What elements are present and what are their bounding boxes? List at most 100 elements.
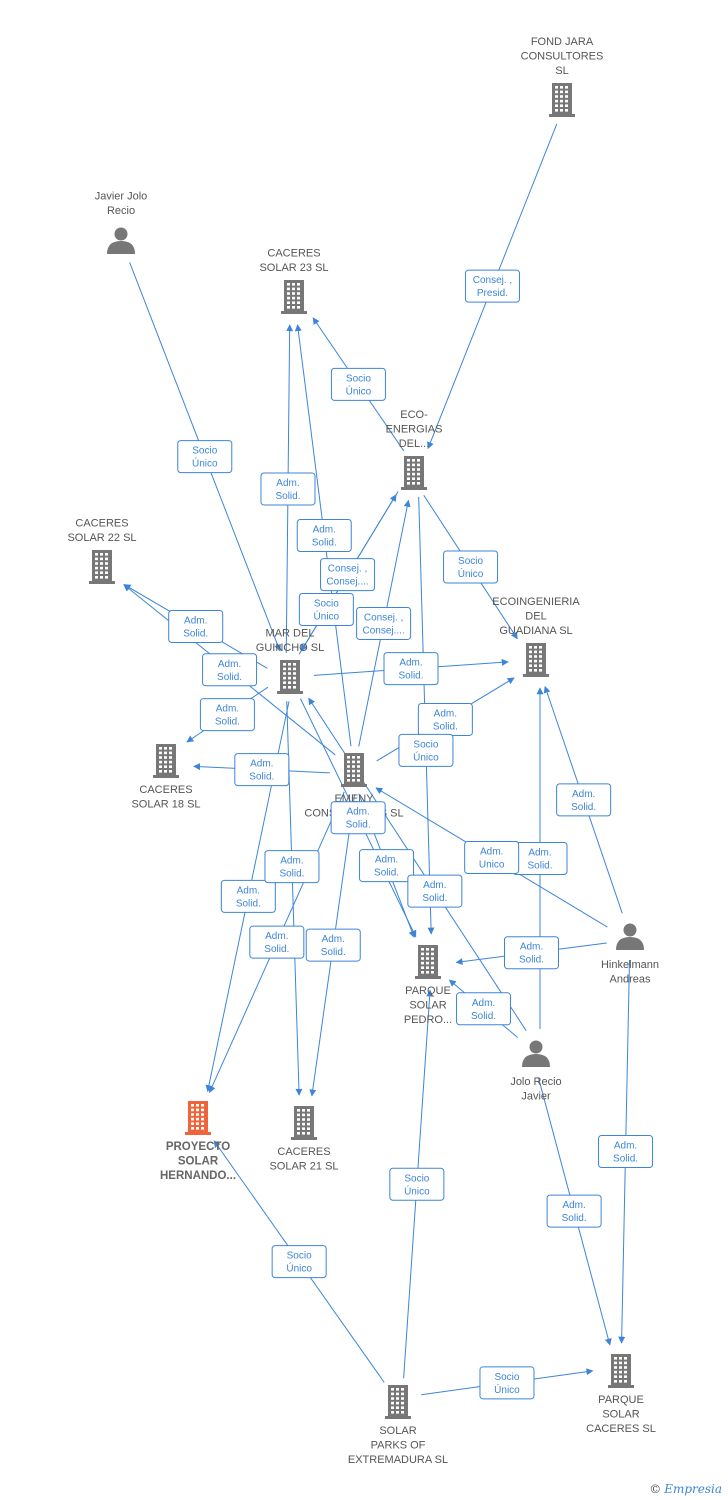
node-ecoenergias[interactable]: ECO-ENERGIASDEL... [386,409,443,490]
edge-label-box[interactable]: Adm.Solid. [296,518,352,552]
building-window [534,669,537,672]
edge-label-text: Solid. [321,947,346,958]
building-window [391,1411,394,1414]
building-window [426,966,429,969]
building-window [347,779,350,782]
building-window [407,477,410,480]
edge-label-box[interactable]: Adm.Solid. [512,842,568,875]
edge-label-box[interactable]: Adm.Solid. [264,850,320,884]
building-icon [153,744,179,778]
edge-label-box[interactable]: Adm.Solid. [199,698,255,732]
building-window [297,301,300,304]
edge-label-box[interactable]: Consej. ,Consej.... [356,606,412,640]
building-window [401,1397,404,1400]
building-window [539,646,542,649]
edge-label-frame [202,653,258,687]
building-window [293,672,296,675]
building-window [288,686,291,689]
building-window [421,961,424,965]
building-window [352,774,355,777]
edge-label-box[interactable]: Adm.Solid. [598,1135,654,1169]
building-window [560,109,563,112]
edge-label-box[interactable]: Adm.Solid. [383,652,439,686]
edge-label-box[interactable]: Consej. ,Consej.... [320,558,376,592]
building-window [619,1366,622,1369]
building-window [307,1113,310,1117]
node-proyecto[interactable]: PROYECTOSOLARHERNANDO... [160,1101,236,1182]
edge-label-frame [305,928,361,962]
building-window [283,667,286,671]
person-head [114,227,128,241]
edge-label-frame [503,936,559,970]
building-window [396,1392,399,1396]
edge-label-box[interactable]: Adm.Solid. [556,783,612,817]
building-window [534,655,537,658]
edge-label-text: Adm. [265,931,288,942]
edge-label-text: Solid. [519,955,544,966]
person-body [616,937,644,950]
edge-label-box[interactable]: Adm.Solid. [234,753,290,787]
building-window [169,760,172,764]
building-window [534,646,537,649]
edge-label-box[interactable]: Adm.Solid. [202,653,258,687]
building-window [421,952,424,956]
building-window [283,681,286,684]
building-window [407,472,410,476]
edge-label-text: Socio [458,556,483,567]
edge-label-box[interactable]: Adm.Solid. [546,1194,602,1228]
edge-label-frame [456,992,512,1026]
edge-label-frame [168,609,224,643]
building-window [352,779,355,782]
edge-label-box[interactable]: Adm.Solid. [249,925,305,959]
edge-label-text: Presid. [477,288,508,299]
building-window [426,957,429,960]
edge-label-text: Único [458,567,484,580]
edge-label-box[interactable]: Adm.Solid. [168,609,224,643]
building-window [159,756,162,759]
edge-label-box[interactable]: Adm.Solid. [503,936,559,970]
edge-label-text: Solid. [217,672,242,683]
building-window [164,747,167,750]
edge-label-box[interactable]: Adm.Solid. [407,874,463,908]
edge-label-box[interactable]: Adm.Solid. [330,801,386,835]
edge-label-text: Socio [314,599,339,610]
edge-label-box[interactable]: Adm.Solid. [359,849,415,883]
edge-label-box[interactable]: Adm.Solid. [220,879,276,913]
node-label-line: PEDRO... [404,1014,452,1026]
edge-label-box[interactable]: Consej. ,Presid. [464,269,520,303]
edge-label-box[interactable]: Adm.Solid. [260,472,316,506]
edge-label-text: Solid. [279,869,304,880]
building-window [431,948,434,951]
edge-label-box[interactable]: Adm.Solid. [456,992,512,1026]
building-window [417,472,420,476]
building-icon [89,550,115,584]
edge-label-box[interactable]: Adm.Solid. [305,928,361,962]
node-parquepedro[interactable]: PARQUESOLARPEDRO... [404,945,452,1026]
building-window [105,576,108,579]
edge-label-box[interactable]: Adm.Solid. [417,702,473,736]
edge-label-frame [479,1366,535,1400]
edge-label-box[interactable]: Adm.Unico [464,840,520,874]
building-window [287,306,290,309]
building-window [201,1113,204,1116]
